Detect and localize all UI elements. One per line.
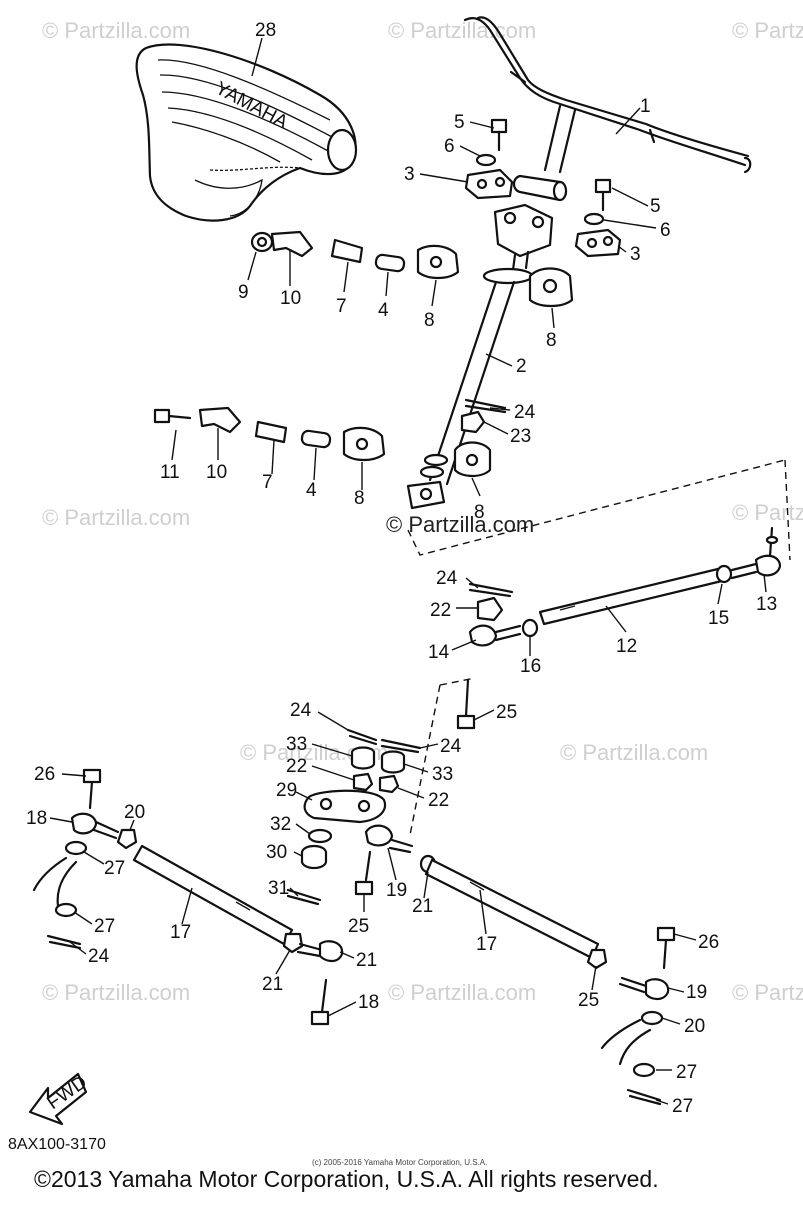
seat-part: YAMAHA <box>135 43 358 222</box>
callout-label: 32 <box>270 814 291 835</box>
callout-label: 22 <box>430 600 451 621</box>
callout-label: 8 <box>546 330 557 351</box>
callout-label: 2 <box>516 356 527 377</box>
callout-label: 26 <box>34 764 55 785</box>
tie-rod-right-part <box>424 858 676 1106</box>
nut-part <box>468 582 514 622</box>
cotter-pin-part <box>453 398 507 478</box>
callout-label: 25 <box>348 916 369 937</box>
callout-label: 19 <box>686 982 707 1003</box>
bracket-set-upper <box>250 230 460 280</box>
callout-label: 4 <box>378 300 389 321</box>
clamp-part <box>464 168 622 258</box>
callout-label: 27 <box>104 858 125 879</box>
callout-label: 21 <box>262 974 283 995</box>
callout-label: 13 <box>756 594 777 615</box>
callout-label: 7 <box>336 296 347 317</box>
callout-label: 22 <box>428 790 449 811</box>
callout-label: 28 <box>255 20 276 41</box>
diagram-code: 8AX100-3170 <box>8 1136 106 1153</box>
callout-label: 23 <box>510 426 531 447</box>
callout-label: 8 <box>424 310 435 331</box>
callout-label: 6 <box>444 136 455 157</box>
callout-label: 8 <box>474 502 485 523</box>
watermark: © Partzilla.com <box>732 18 803 43</box>
callout-label: 24 <box>88 946 110 967</box>
watermark: © Partzilla.com <box>42 505 190 530</box>
tie-rod-left-part <box>32 768 344 1026</box>
callout-label: 11 <box>160 462 180 483</box>
callout-label: 24 <box>436 568 458 589</box>
fwd-arrow: FWD <box>28 1072 91 1126</box>
callout-label: 15 <box>708 608 729 629</box>
callout-label: 25 <box>578 990 599 1011</box>
callout-label: 27 <box>94 916 115 937</box>
callout-label: 4 <box>306 480 317 501</box>
callout-label: 21 <box>412 896 433 917</box>
callout-label: 20 <box>124 802 145 823</box>
callout-label: 22 <box>286 756 307 777</box>
callout-label: 9 <box>238 282 249 303</box>
watermark: © Partzilla.com <box>388 18 536 43</box>
watermark: © Partzilla.com <box>560 740 708 765</box>
guide-line <box>409 684 441 836</box>
callout-label: 17 <box>170 922 191 943</box>
callout-label: 1 <box>640 96 651 117</box>
callout-label: 27 <box>672 1096 693 1117</box>
callout-label: 14 <box>428 642 450 663</box>
small-copyright: (c) 2005-2016 Yamaha Motor Corporation, … <box>312 1158 488 1167</box>
tie-rod-end-part <box>354 824 437 896</box>
handlebar-part <box>463 16 752 202</box>
watermark: © Partzilla.com <box>388 980 536 1005</box>
callout-label: 27 <box>676 1062 697 1083</box>
callout-label: 5 <box>650 196 661 217</box>
callout-label: 5 <box>454 112 465 133</box>
callout-label: 12 <box>616 636 637 657</box>
watermark: © Partzilla.com <box>732 980 803 1005</box>
callout-label: 29 <box>276 780 297 801</box>
callout-label: 8 <box>354 488 365 509</box>
watermark: © Partzilla.com <box>42 18 190 43</box>
callout-label: 17 <box>476 934 497 955</box>
callout-label: 10 <box>206 462 227 483</box>
pitman-arm-part <box>286 728 422 906</box>
bolt-part <box>475 118 612 226</box>
callout-label: 18 <box>358 992 379 1013</box>
watermark-layer: © Partzilla.com © Partzilla.com © Partzi… <box>42 18 803 1005</box>
callout-label: 3 <box>630 244 641 265</box>
callout-label: 33 <box>432 764 453 785</box>
watermark: © Partzilla.com <box>42 980 190 1005</box>
callout-label: 10 <box>280 288 301 309</box>
callout-label: 30 <box>266 842 287 863</box>
callout-label: 31 <box>268 878 289 899</box>
callout-label: 25 <box>496 702 517 723</box>
callout-label: 24 <box>440 736 462 757</box>
center-watermark: © Partzilla.com <box>386 512 534 537</box>
callout-label: 20 <box>684 1016 705 1037</box>
callout-label: 18 <box>26 808 47 829</box>
callout-label: 3 <box>404 164 415 185</box>
holder-part <box>528 267 574 308</box>
copyright-line: ©2013 Yamaha Motor Corporation, U.S.A. A… <box>34 1166 659 1192</box>
guide-line <box>784 459 791 561</box>
callout-label: 26 <box>698 932 719 953</box>
leader-lines <box>49 37 767 1105</box>
guide-line <box>439 677 476 686</box>
callout-label: 19 <box>386 880 407 901</box>
callout-label: 24 <box>290 700 312 721</box>
callout-label: 16 <box>520 656 541 677</box>
callout-layer: 28 1 5 6 3 5 6 3 9 10 7 4 8 8 2 24 23 11… <box>26 20 777 1117</box>
center-tie-rod-part <box>468 526 782 647</box>
bracket-set-lower <box>153 406 386 462</box>
guide-line <box>407 459 786 556</box>
callout-label: 21 <box>356 950 377 971</box>
callout-label: 6 <box>660 220 671 241</box>
callout-label: 24 <box>514 402 536 423</box>
bolt-part <box>456 678 476 730</box>
callout-label: 7 <box>262 472 273 493</box>
callout-label: 33 <box>286 734 307 755</box>
watermark: © Partzilla.com <box>732 500 803 525</box>
